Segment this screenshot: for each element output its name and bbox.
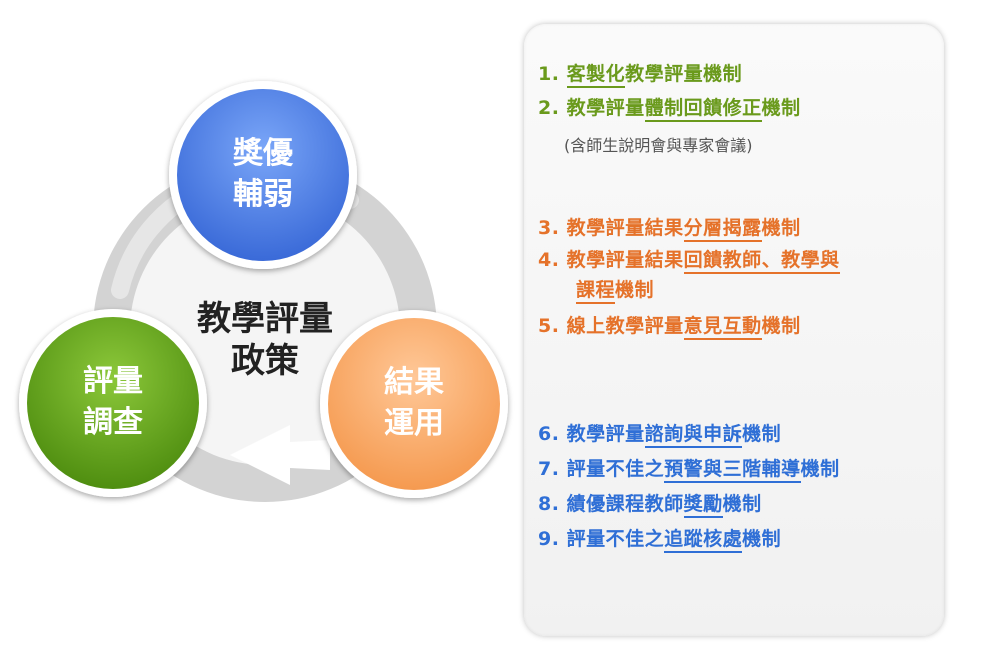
- item-number: 6.: [538, 423, 567, 445]
- node-orange-line2: 運用: [384, 406, 444, 441]
- item-text-underlined: 諮詢與申訴: [644, 423, 743, 448]
- item-text-underlined: 回饋修正: [683, 97, 762, 122]
- item-text: 機制: [761, 217, 801, 239]
- item-text: 教學評量結果: [566, 249, 684, 271]
- item-text-underlined: 預警與三階輔導: [664, 458, 801, 483]
- item-text: 教學評量: [566, 423, 645, 445]
- item-text-underlined: 意見互動: [683, 315, 762, 340]
- item-text-underlined: 獎勵: [683, 493, 723, 518]
- mechanism-list-panel: 1. 客製化教學評量機制 2. 教學評量體制回饋修正機制 (含師生說明會與專家會…: [524, 24, 944, 636]
- item-text: 績優課程教師: [566, 493, 684, 515]
- list-note: (含師生說明會與專家會議): [564, 136, 753, 155]
- list-item-3: 3. 教學評量結果分層揭露機制: [538, 216, 801, 242]
- item-text: 機制: [722, 493, 762, 515]
- node-orange-circle: [328, 318, 500, 490]
- list-item-8: 8. 績優課程教師獎勵機制: [538, 492, 762, 518]
- item-number: 9.: [538, 528, 567, 550]
- item-text: 機制: [761, 97, 801, 119]
- item-text: 線上教學評量: [566, 315, 684, 337]
- item-text: 機制: [800, 458, 840, 480]
- node-blue-line2: 輔弱: [233, 177, 293, 212]
- item-number: 8.: [538, 493, 567, 515]
- item-text-underlined: 課程: [576, 279, 616, 304]
- node-green: 評量 調查: [19, 309, 207, 497]
- item-text-underlined: 回饋教師、教學與: [683, 249, 840, 274]
- list-item-1: 1. 客製化教學評量機制: [538, 62, 743, 88]
- item-text-underlined: 分層揭露: [683, 217, 762, 242]
- item-text: 教學評量: [566, 97, 645, 119]
- list-item-9: 9. 評量不佳之追蹤核處機制: [538, 527, 782, 553]
- node-blue-line1: 獎優: [233, 136, 294, 171]
- item-text: 教學評量結果: [566, 217, 684, 239]
- item-text: 教學評量機制: [625, 63, 743, 85]
- node-blue: 獎優 輔弱: [169, 81, 357, 269]
- list-item-7: 7. 評量不佳之預警與三階輔導機制: [538, 457, 840, 483]
- node-blue-circle: [177, 89, 349, 261]
- node-green-line1: 評量: [83, 364, 143, 399]
- item-text-underlined: 追蹤核處: [664, 528, 743, 553]
- item-number: 4.: [538, 249, 567, 271]
- item-number: 1.: [538, 63, 567, 85]
- item-text: 評量不佳之: [566, 458, 665, 480]
- item-text: 機制: [615, 279, 655, 301]
- node-orange-line1: 結果: [384, 365, 444, 400]
- node-green-line2: 調查: [83, 405, 143, 440]
- item-text: 評量不佳之: [566, 528, 665, 550]
- item-text: 機制: [742, 423, 782, 445]
- item-number: 5.: [538, 315, 567, 337]
- item-number: 7.: [538, 458, 567, 480]
- item-number: 3.: [538, 217, 567, 239]
- list-item-4: 4. 教學評量結果回饋教師、教學與: [538, 248, 840, 274]
- policy-cycle-diagram: 教學評量 政策 獎優 輔弱 結果 運用 評量 調查: [19, 81, 508, 502]
- item-number: 2.: [538, 97, 567, 119]
- item-text-underlined: 客製化: [566, 63, 626, 88]
- node-green-circle: [27, 317, 199, 489]
- list-item-4-cont: 課程機制: [576, 278, 655, 304]
- list-item-5: 5. 線上教學評量意見互動機制: [538, 314, 801, 340]
- item-text: 機制: [761, 315, 801, 337]
- list-item-2: 2. 教學評量體制回饋修正機制: [538, 96, 801, 122]
- list-item-6: 6. 教學評量諮詢與申訴機制: [538, 422, 782, 448]
- center-label-line2: 政策: [231, 341, 299, 381]
- node-orange: 結果 運用: [320, 310, 508, 498]
- cycle-arrow-icon: [230, 425, 330, 485]
- center-label-line1: 教學評量: [197, 299, 333, 339]
- item-text: 機制: [742, 528, 782, 550]
- item-text-underlined: 體制: [644, 97, 684, 122]
